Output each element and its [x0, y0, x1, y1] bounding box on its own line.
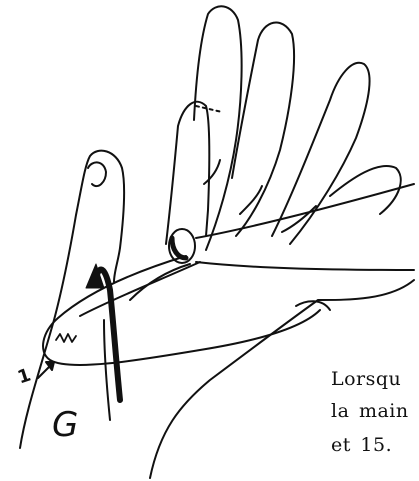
finger-crease-dotted: [196, 106, 222, 112]
caption-line-3: et 15.: [331, 434, 392, 456]
palm-line: [104, 320, 110, 420]
caption-line-1: Lorsqu: [331, 368, 401, 390]
zigzag-mark: [56, 334, 76, 342]
loop-inner-fill: [172, 238, 186, 258]
caption-line-2: la main: [331, 400, 409, 422]
index-finger: [166, 102, 209, 244]
thumbnail: [88, 162, 106, 186]
string-around-thumb: [43, 256, 320, 365]
finger-crease: [204, 160, 220, 184]
string-lower: [196, 262, 414, 270]
middle-finger: [194, 6, 242, 250]
hand-side-label: G: [52, 405, 78, 445]
string-upper: [196, 184, 414, 238]
finger-crease: [282, 206, 316, 232]
